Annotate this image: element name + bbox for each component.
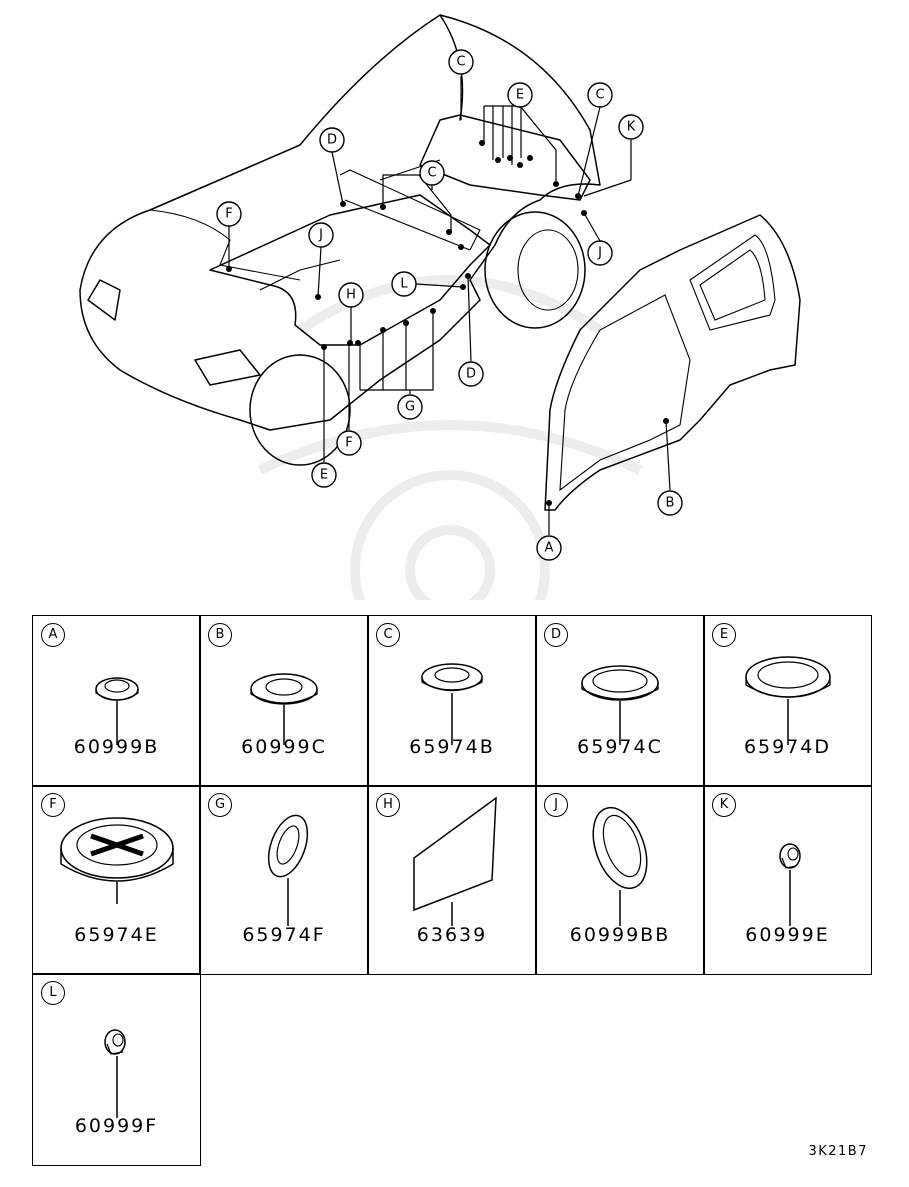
callout-e-2: E (311, 462, 337, 488)
svg-text:D: D (327, 133, 337, 148)
callout-c-2: C (587, 82, 613, 108)
part-cell-a[interactable]: A 60999B (32, 615, 201, 787)
grommet-icon (581, 665, 659, 745)
svg-text:C: C (427, 166, 436, 181)
svg-text:F: F (345, 436, 352, 451)
part-letter: A (41, 623, 65, 647)
part-cell-d[interactable]: D 65974C (535, 615, 705, 787)
grommet-icon (104, 1029, 126, 1118)
svg-text:J: J (597, 246, 602, 261)
grommet-icon (745, 656, 831, 745)
callout-c-3: C (419, 160, 445, 186)
part-letter: K (712, 793, 736, 817)
part-cell-l[interactable]: L 60999F (32, 973, 201, 1166)
part-cell-k[interactable]: K 60999E (703, 785, 872, 975)
part-number: 65974F (242, 924, 326, 946)
svg-text:C: C (595, 88, 604, 103)
part-number: 60999B (73, 736, 160, 758)
svg-text:B: B (666, 496, 675, 511)
svg-text:C: C (456, 55, 465, 70)
plug-icon (60, 817, 174, 904)
part-number: 60999C (241, 736, 327, 758)
part-cell-g[interactable]: G 65974F (199, 785, 369, 975)
callout-a-1: A (536, 535, 562, 561)
part-cell-f[interactable]: F 65974E (32, 785, 201, 975)
part-letter: J (544, 793, 568, 817)
callout-d-2: D (458, 361, 484, 387)
callout-f-2: F (336, 430, 362, 456)
callout-h-1: H (338, 282, 364, 308)
callout-j-2: J (587, 240, 613, 266)
svg-text:D: D (466, 367, 476, 382)
callout-c-1: C (448, 49, 474, 75)
callout-g-1: G (397, 394, 423, 420)
watermark-emblem (257, 275, 643, 600)
grommet-icon (267, 814, 309, 926)
svg-text:K: K (627, 120, 636, 135)
callout-d-1: D (319, 127, 345, 153)
part-letter: L (41, 981, 65, 1005)
part-number: 60999E (745, 924, 830, 946)
part-letter: B (208, 623, 232, 647)
svg-text:G: G (405, 400, 415, 415)
part-number: 60999BB (569, 924, 671, 946)
callout-l-1: L (391, 271, 417, 297)
callout-b-1: B (657, 490, 683, 516)
svg-text:F: F (225, 207, 232, 222)
callout-e-1: E (507, 82, 533, 108)
part-letter: H (376, 793, 400, 817)
part-letter: G (208, 793, 232, 817)
part-letter: E (712, 623, 736, 647)
part-number: 65974B (409, 736, 495, 758)
grommet-icon (592, 806, 648, 926)
svg-text:A: A (545, 541, 554, 556)
callout-j-1: J (308, 222, 334, 248)
part-number: 65974E (74, 924, 159, 946)
vehicle-diagram: C E C K D C F J H L J D G E F B A (79, 14, 801, 600)
part-cell-h[interactable]: H 63639 (367, 785, 537, 975)
sealing-pad-icon (413, 796, 497, 926)
part-letter: F (41, 793, 65, 817)
part-number: 65974C (577, 736, 663, 758)
part-cell-c[interactable]: C 65974B (367, 615, 537, 787)
part-number: 60999F (74, 1115, 159, 1137)
leader-lines (228, 76, 671, 535)
svg-text:E: E (320, 468, 328, 483)
part-cell-e[interactable]: E 65974D (703, 615, 872, 787)
car-body (79, 14, 801, 511)
part-number: 63639 (416, 924, 488, 946)
grommet-icon (95, 677, 139, 745)
part-letter: C (376, 623, 400, 647)
part-cell-b[interactable]: B 60999C (199, 615, 369, 787)
grommet-icon (421, 663, 483, 745)
svg-text:H: H (346, 288, 356, 303)
callout-k-1: K (618, 114, 644, 140)
grommet-icon (779, 843, 801, 926)
document-code: 3K21B7 (808, 1144, 868, 1159)
svg-text:L: L (400, 277, 408, 292)
part-cell-j[interactable]: J 60999BB (535, 785, 705, 975)
svg-text:E: E (516, 88, 524, 103)
grommet-icon (250, 673, 318, 745)
part-letter: D (544, 623, 568, 647)
svg-text:J: J (318, 228, 323, 243)
part-number: 65974D (743, 736, 832, 758)
callout-f-1: F (216, 201, 242, 227)
